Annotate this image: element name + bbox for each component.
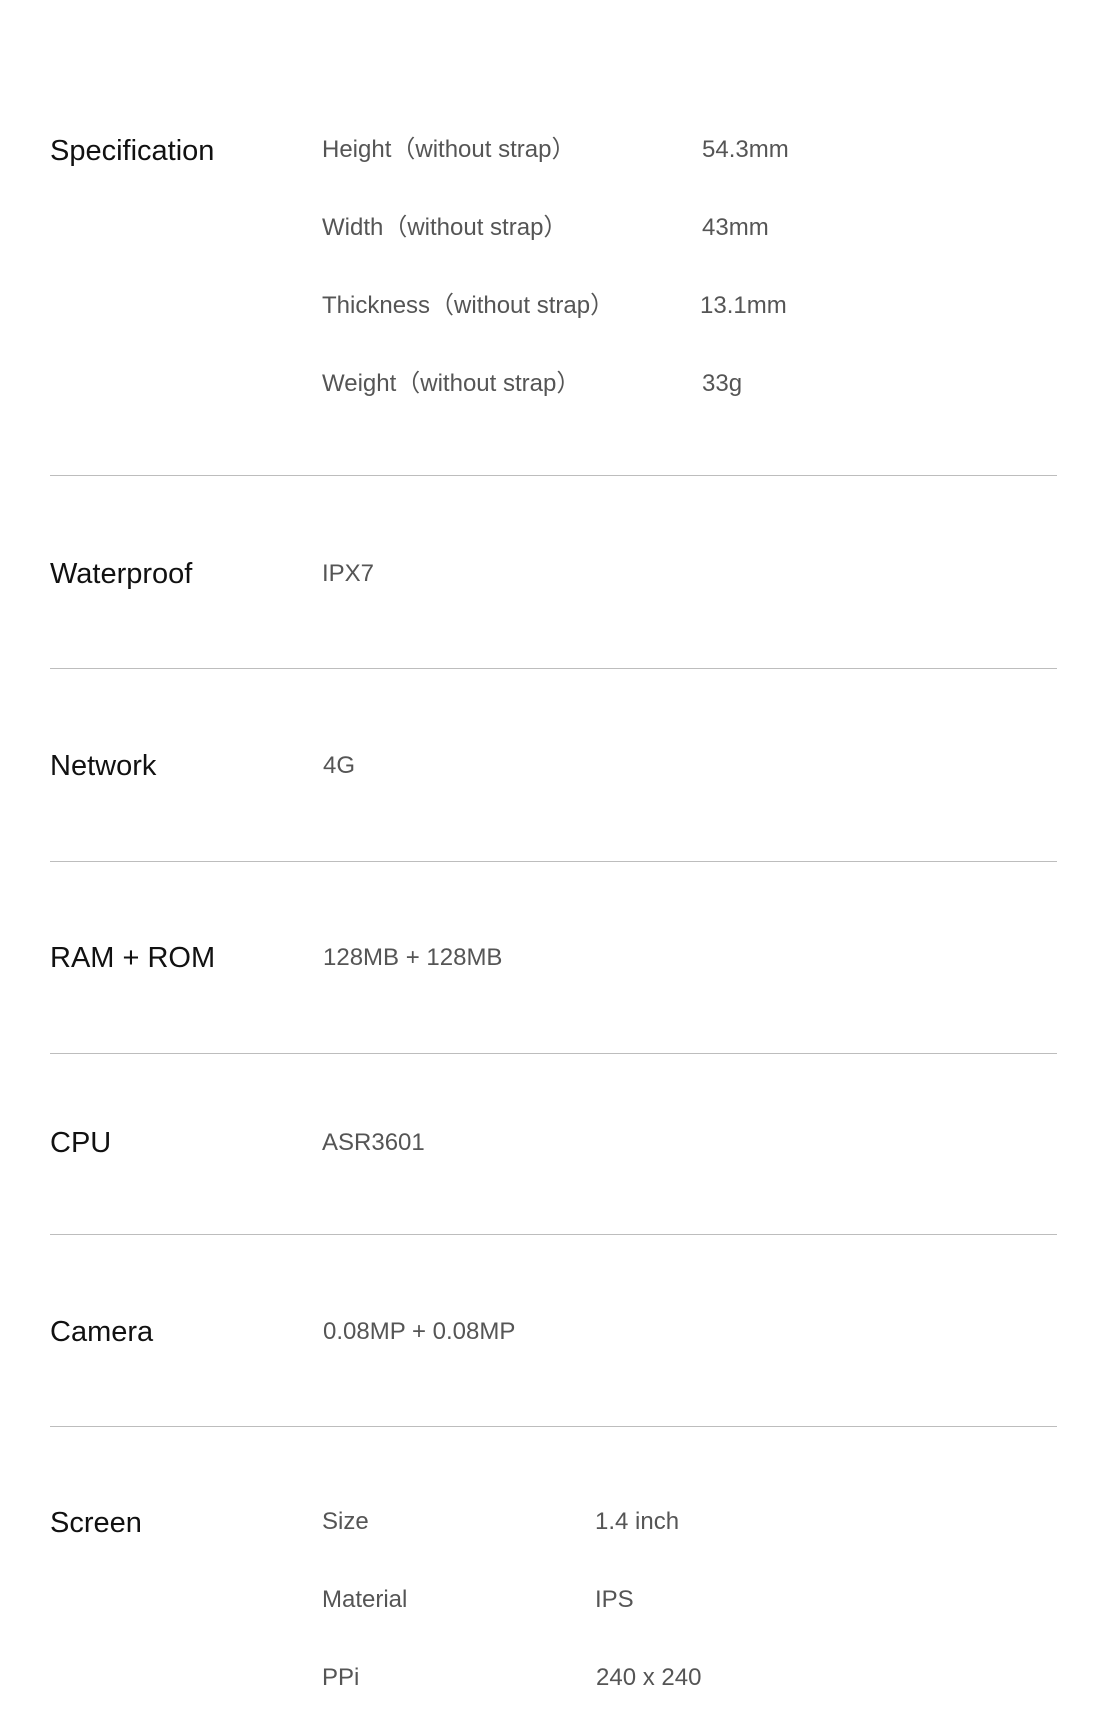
- divider: [50, 1426, 1057, 1427]
- network-value: 4G: [323, 752, 356, 779]
- divider: [50, 475, 1057, 476]
- ram-rom-value: 128MB + 128MB: [323, 944, 503, 971]
- spec-label-weight: Weight（without strap）: [322, 370, 581, 397]
- waterproof-value: IPX7: [322, 560, 375, 587]
- section-title: Camera: [50, 1316, 154, 1348]
- section-title: Screen: [50, 1507, 142, 1539]
- spec-label-width: Width（without strap）: [322, 214, 568, 241]
- section-title: Network: [50, 750, 157, 782]
- screen-value-size: 1.4 inch: [595, 1508, 680, 1535]
- spec-value-width: 43mm: [702, 214, 769, 241]
- section-title: Specification: [50, 135, 215, 167]
- section-title: RAM + ROM: [50, 942, 216, 974]
- spec-label-thickness: Thickness（without strap）: [322, 292, 615, 319]
- screen-value-ppi: 240 x 240: [596, 1664, 702, 1691]
- divider: [50, 861, 1057, 862]
- screen-value-material: IPS: [595, 1586, 634, 1613]
- divider: [50, 1053, 1057, 1054]
- screen-label-ppi: PPi: [322, 1664, 360, 1691]
- screen-label-material: Material: [322, 1586, 408, 1613]
- spec-value-height: 54.3mm: [702, 136, 789, 163]
- spec-value-thickness: 13.1mm: [700, 292, 787, 319]
- divider: [50, 1234, 1057, 1235]
- camera-value: 0.08MP + 0.08MP: [323, 1318, 516, 1345]
- section-title: CPU: [50, 1127, 112, 1159]
- screen-label-size: Size: [322, 1508, 369, 1535]
- spec-label-height: Height（without strap）: [322, 136, 576, 163]
- divider: [50, 668, 1057, 669]
- spec-value-weight: 33g: [702, 370, 743, 397]
- cpu-value: ASR3601: [322, 1129, 425, 1156]
- section-title: Waterproof: [50, 558, 193, 590]
